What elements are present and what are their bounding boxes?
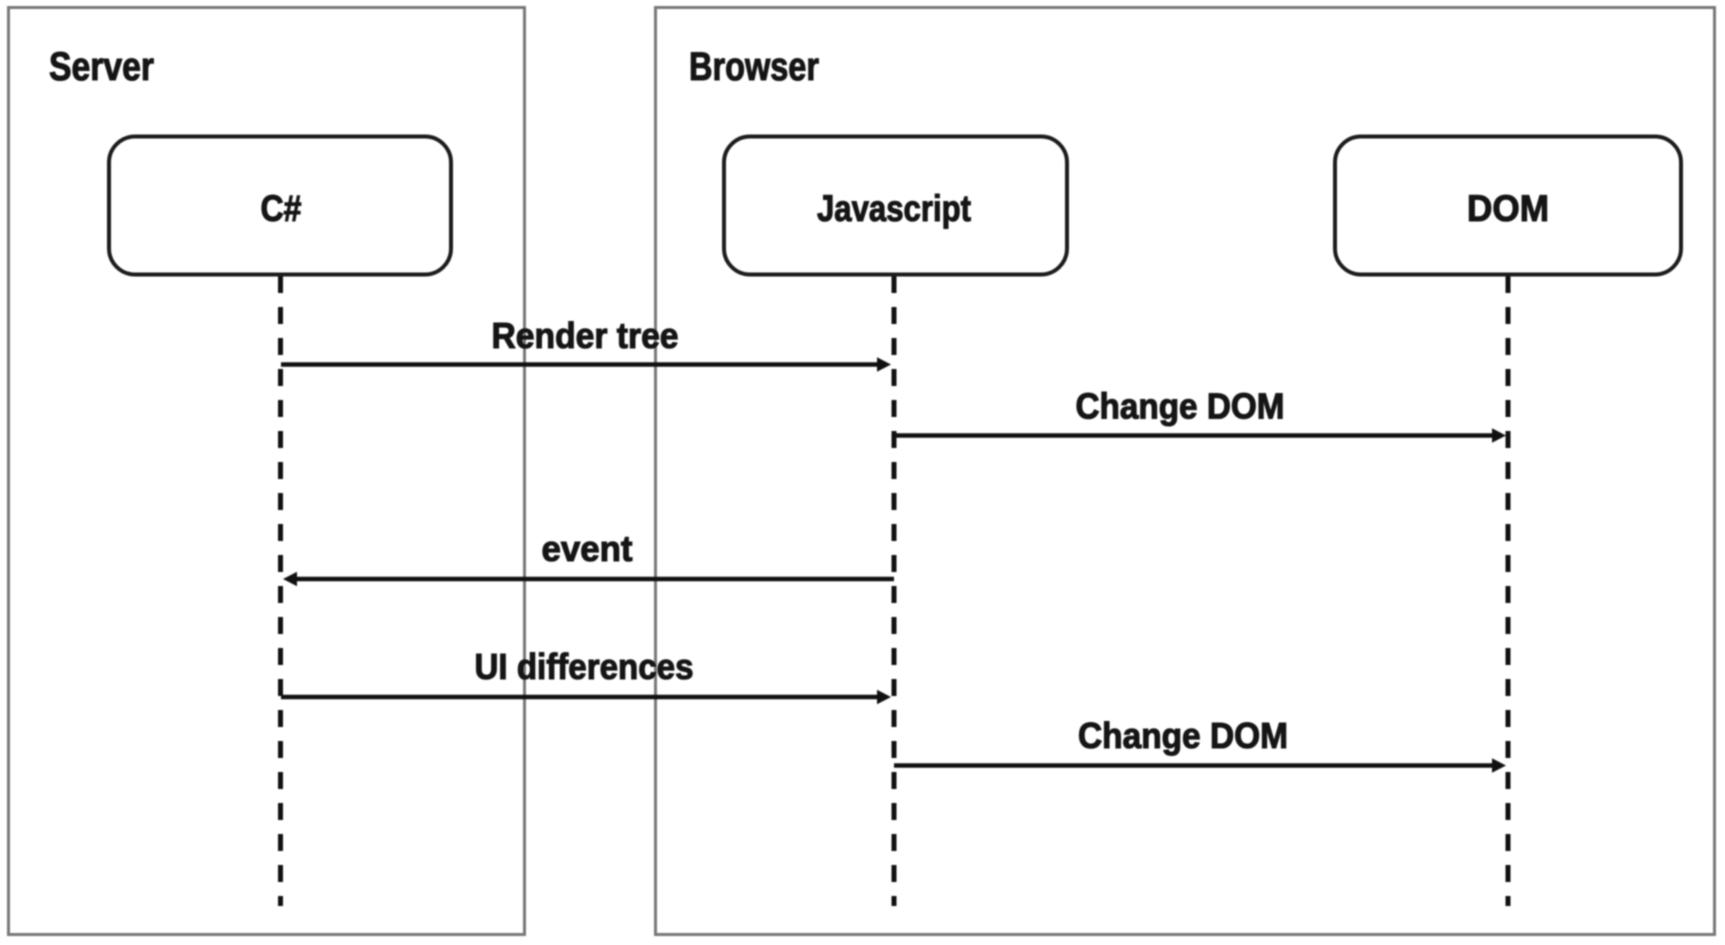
- svg-text:Browser: Browser: [689, 45, 819, 89]
- svg-text:Javascript: Javascript: [817, 188, 971, 229]
- svg-text:Change DOM: Change DOM: [1078, 715, 1288, 756]
- svg-text:UI differences: UI differences: [475, 646, 694, 687]
- svg-text:Change DOM: Change DOM: [1076, 386, 1285, 427]
- svg-text:C#: C#: [261, 188, 302, 229]
- svg-text:Server: Server: [49, 45, 154, 89]
- svg-text:event: event: [542, 528, 633, 569]
- svg-text:DOM: DOM: [1467, 188, 1549, 229]
- svg-text:Render tree: Render tree: [492, 315, 679, 356]
